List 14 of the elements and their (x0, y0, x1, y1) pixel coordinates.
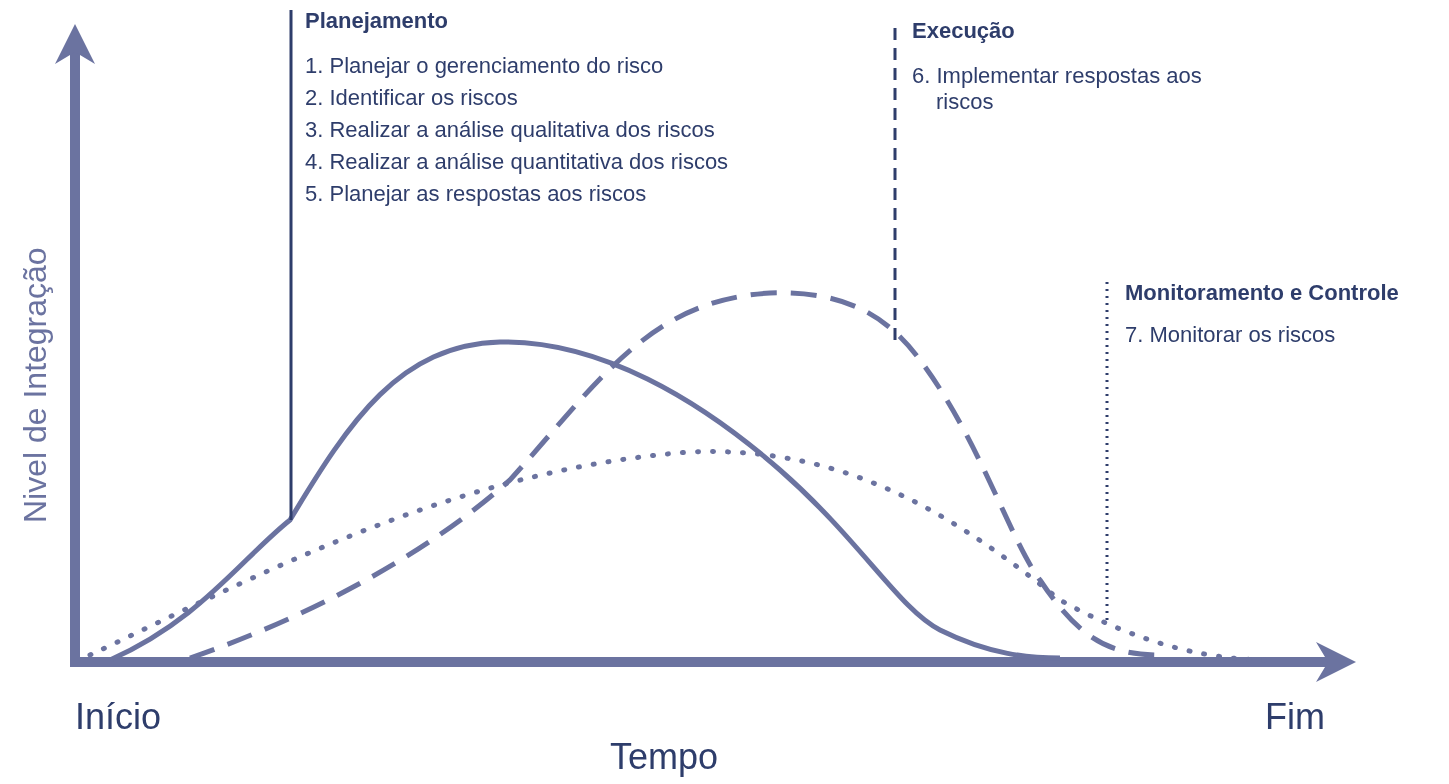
axis-title: Tempo (610, 735, 719, 779)
axis-tick-label: Início (75, 695, 162, 739)
phase-heading: Planejamento (305, 8, 449, 35)
step-text: 4. Realizar a análise quantitativa dos riscos (305, 149, 729, 176)
phase-heading: Execução (912, 18, 1015, 45)
step-text: 2. Identificar os riscos (305, 85, 518, 112)
step-text: 1. Planejar o gerenciamento do risco (305, 53, 664, 80)
axis-title: Nivel de Integração (15, 247, 54, 524)
step-text: 6. Implementar respostas aos riscos (912, 63, 1203, 116)
step-text: 3. Realizar a análise qualitativa dos riscos (305, 117, 715, 144)
step-text: 7. Monitorar os riscos (1125, 322, 1336, 349)
axis-tick-label: Fim (1265, 695, 1325, 739)
step-text: 5. Planejar as respostas aos riscos (305, 181, 647, 208)
phase-heading: Monitoramento e Controle (1125, 280, 1399, 307)
